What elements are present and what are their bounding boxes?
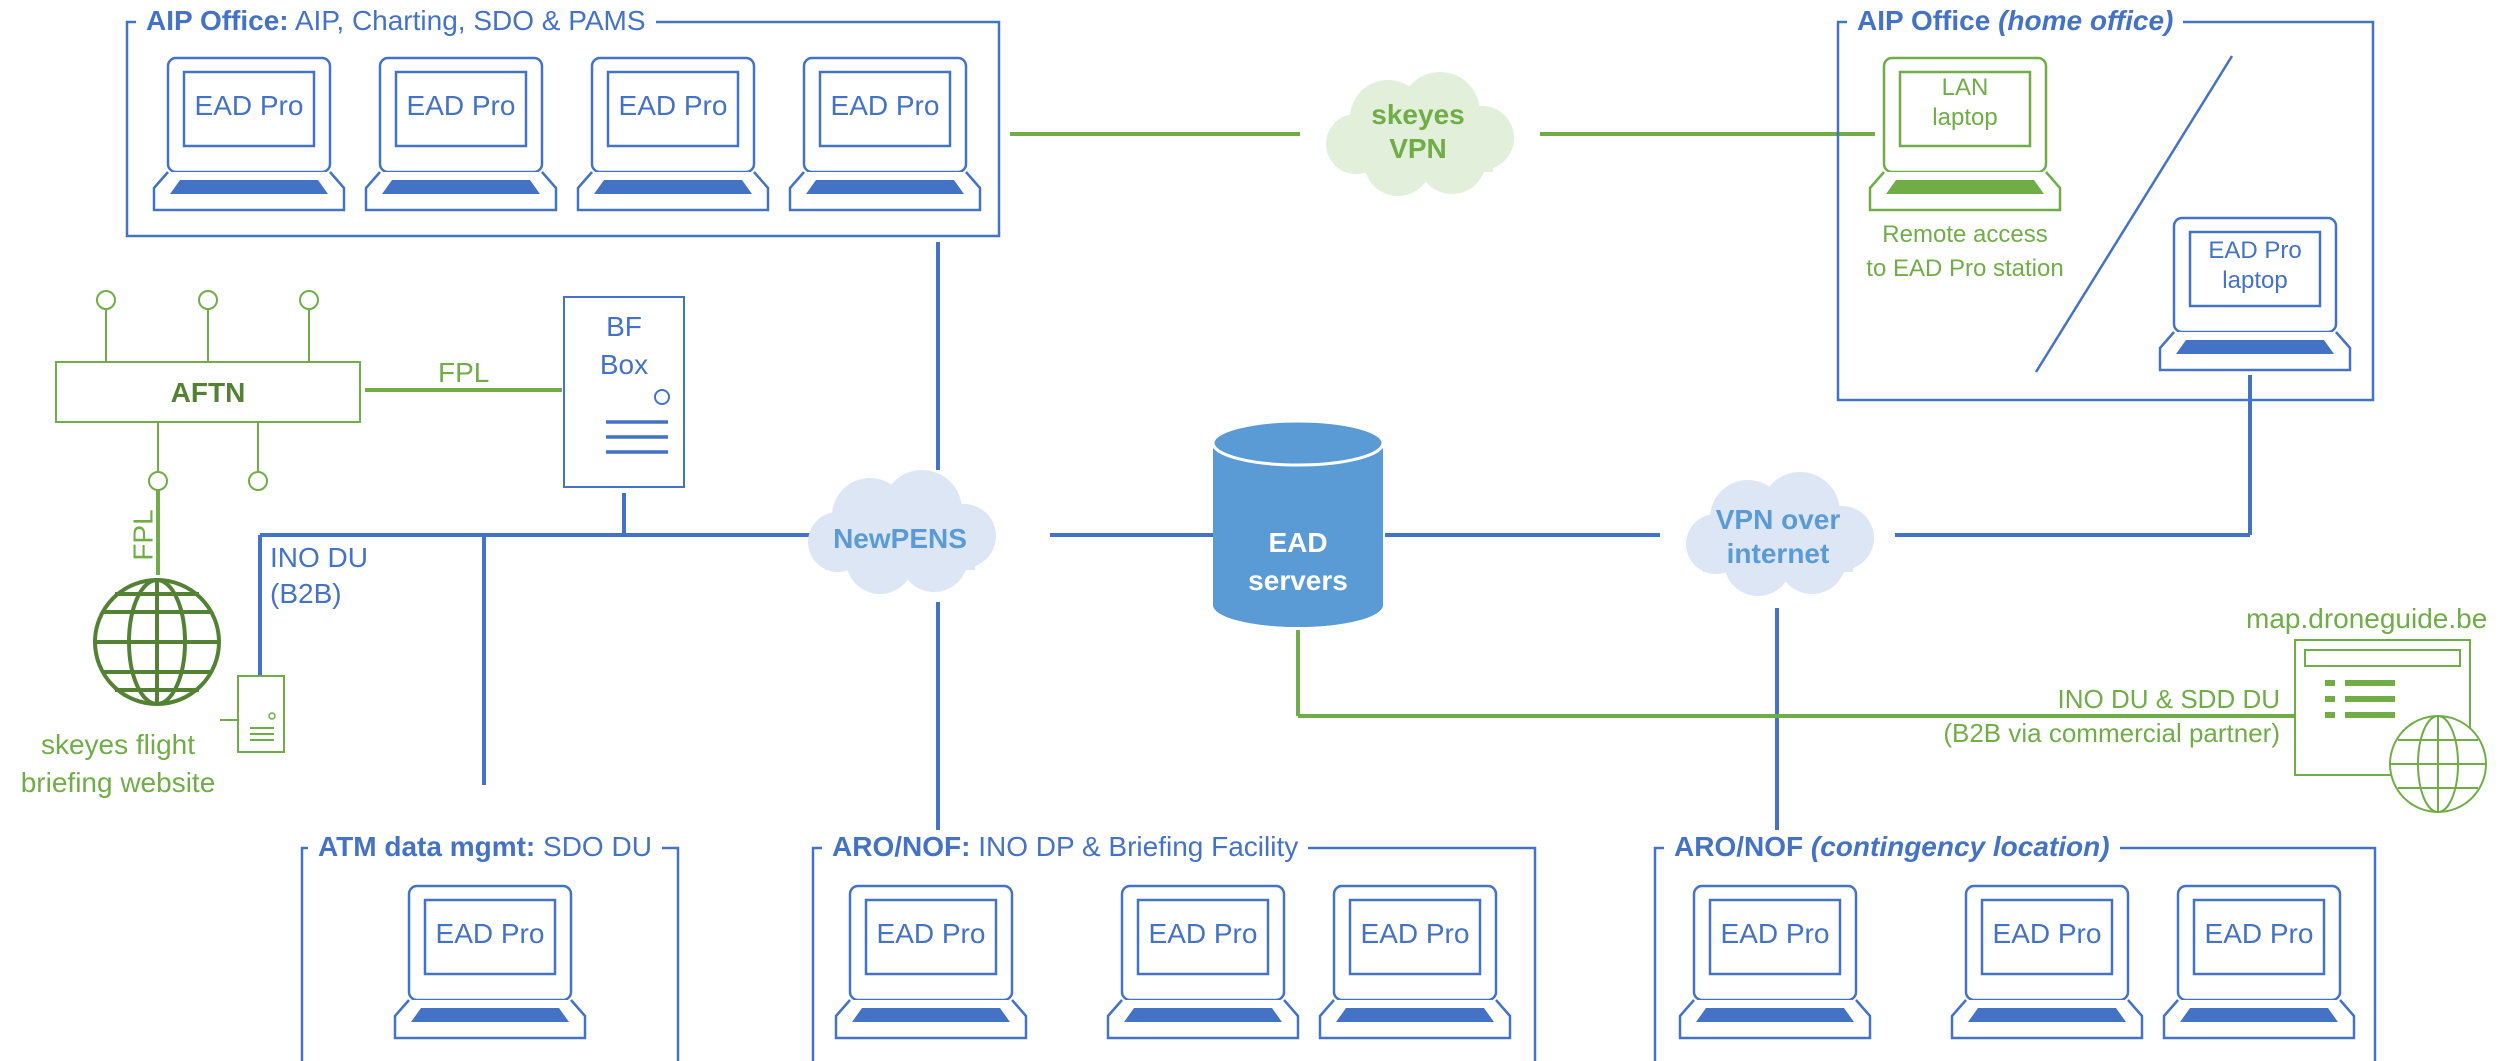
group-title-atm-rest: SDO DU — [535, 831, 652, 862]
droneguide-link-label: INO DU & SDD DU (B2B via commercial partn… — [1880, 682, 2280, 750]
globe-icon — [93, 578, 221, 706]
laptop-screen-label: EAD Pro — [1148, 918, 1258, 949]
droneguide-link-line2: (B2B via commercial partner) — [1943, 718, 2280, 748]
ino-du-label: INO DU (B2B) — [270, 540, 368, 612]
laptop-screen-label: EAD Pro — [618, 90, 728, 121]
aftn-antenna-icons — [96, 290, 319, 491]
droneguide-link-line1: INO DU & SDD DU — [2057, 684, 2280, 714]
ino-du-line1: INO DU — [270, 542, 368, 573]
bf-box-line1: BF — [606, 311, 642, 342]
fpl-vertical-label: FPL — [127, 509, 159, 561]
blue-network-lines — [258, 242, 2252, 845]
laptop-screen-label: EAD Pro — [1360, 918, 1470, 949]
green-network-lines — [156, 132, 2295, 718]
remote-access-line1: Remote access — [1882, 221, 2048, 248]
group-title-aro-nof: ARO/NOF: INO DP & Briefing Facility — [822, 830, 1309, 864]
group-title-aip-office: AIP Office: AIP, Charting, SDO & PAMS — [136, 4, 656, 38]
skeyes-website-line2: briefing website — [20, 767, 216, 798]
group-title-aip-home-ital: (home office) — [1998, 5, 2174, 36]
skeyes-website-label: skeyes flight briefing website — [0, 726, 236, 802]
ead-servers-line1: EAD — [1268, 527, 1328, 558]
ead-pro-laptop-label: EAD Pro laptop — [2190, 236, 2320, 296]
laptop-screen-label: EAD Pro — [435, 918, 545, 949]
bf-box-line2: Box — [599, 349, 649, 380]
skeyes-vpn-line1: skeyes — [1371, 99, 1465, 130]
ino-du-line2: (B2B) — [270, 578, 342, 609]
laptop-screen-label: EAD Pro — [1992, 918, 2102, 949]
group-title-aro-nof-bold: ARO/NOF: — [832, 831, 971, 862]
group-title-aip-office-bold: AIP Office: — [146, 5, 289, 36]
server-icon — [563, 296, 685, 488]
vpn-internet-line1: VPN over — [1715, 504, 1841, 535]
small-server-icon — [220, 675, 285, 753]
remote-access-label: Remote access to EAD Pro station — [1830, 218, 2100, 286]
aftn-box — [55, 361, 361, 423]
newpens-label: NewPENS — [833, 523, 967, 554]
laptop-screen-label: EAD Pro — [876, 918, 986, 949]
bf-box-label: BF Box — [564, 308, 684, 384]
skeyes-website-line1: skeyes flight — [40, 729, 196, 760]
laptop-screen-label: EAD Pro — [1720, 918, 1830, 949]
home-office-divider — [2034, 55, 2234, 373]
laptop-screen-label: EAD Pro — [406, 90, 516, 121]
group-title-aip-home-bold: AIP Office — [1857, 5, 1991, 36]
lan-laptop-line1: LAN — [1941, 74, 1989, 101]
remote-access-line2: to EAD Pro station — [1866, 255, 2064, 282]
laptop-screen-label: EAD Pro — [2204, 918, 2314, 949]
group-title-aip-home: AIP Office (home office) — [1847, 4, 2184, 38]
group-title-atm: ATM data mgmt: SDO DU — [308, 830, 662, 864]
ead-servers-line2: servers — [1248, 565, 1348, 596]
ead-servers-label: EAD servers — [1218, 524, 1378, 600]
laptop-screen-label: EAD Pro — [194, 90, 304, 121]
ead-pro-laptop-line1: EAD Pro — [2208, 237, 2302, 264]
globe-icon-droneguide — [2389, 715, 2487, 813]
group-title-aro-contingency-bold: ARO/NOF — [1674, 831, 1804, 862]
aftn-label: AFTN — [170, 377, 246, 408]
fpl-label: FPL — [438, 357, 490, 388]
skeyes-vpn-line2: VPN — [1389, 133, 1447, 164]
database-icon — [1211, 419, 1385, 627]
vpn-internet-line2: internet — [1726, 538, 1830, 569]
ead-pro-laptop-line2: laptop — [2222, 267, 2288, 294]
lan-laptop-label: LAN laptop — [1900, 73, 2030, 133]
droneguide-url: map.droneguide.be — [2246, 603, 2488, 634]
group-title-aro-contingency: ARO/NOF (contingency location) — [1664, 830, 2120, 864]
group-title-aro-contingency-ital: (contingency location) — [1810, 831, 2110, 862]
group-title-aro-nof-rest: INO DP & Briefing Facility — [970, 831, 1299, 862]
lan-laptop-line2: laptop — [1932, 104, 1998, 131]
group-title-atm-bold: ATM data mgmt: — [318, 831, 536, 862]
group-title-aip-office-rest: AIP, Charting, SDO & PAMS — [288, 5, 646, 36]
laptop-screen-label: EAD Pro — [830, 90, 940, 121]
